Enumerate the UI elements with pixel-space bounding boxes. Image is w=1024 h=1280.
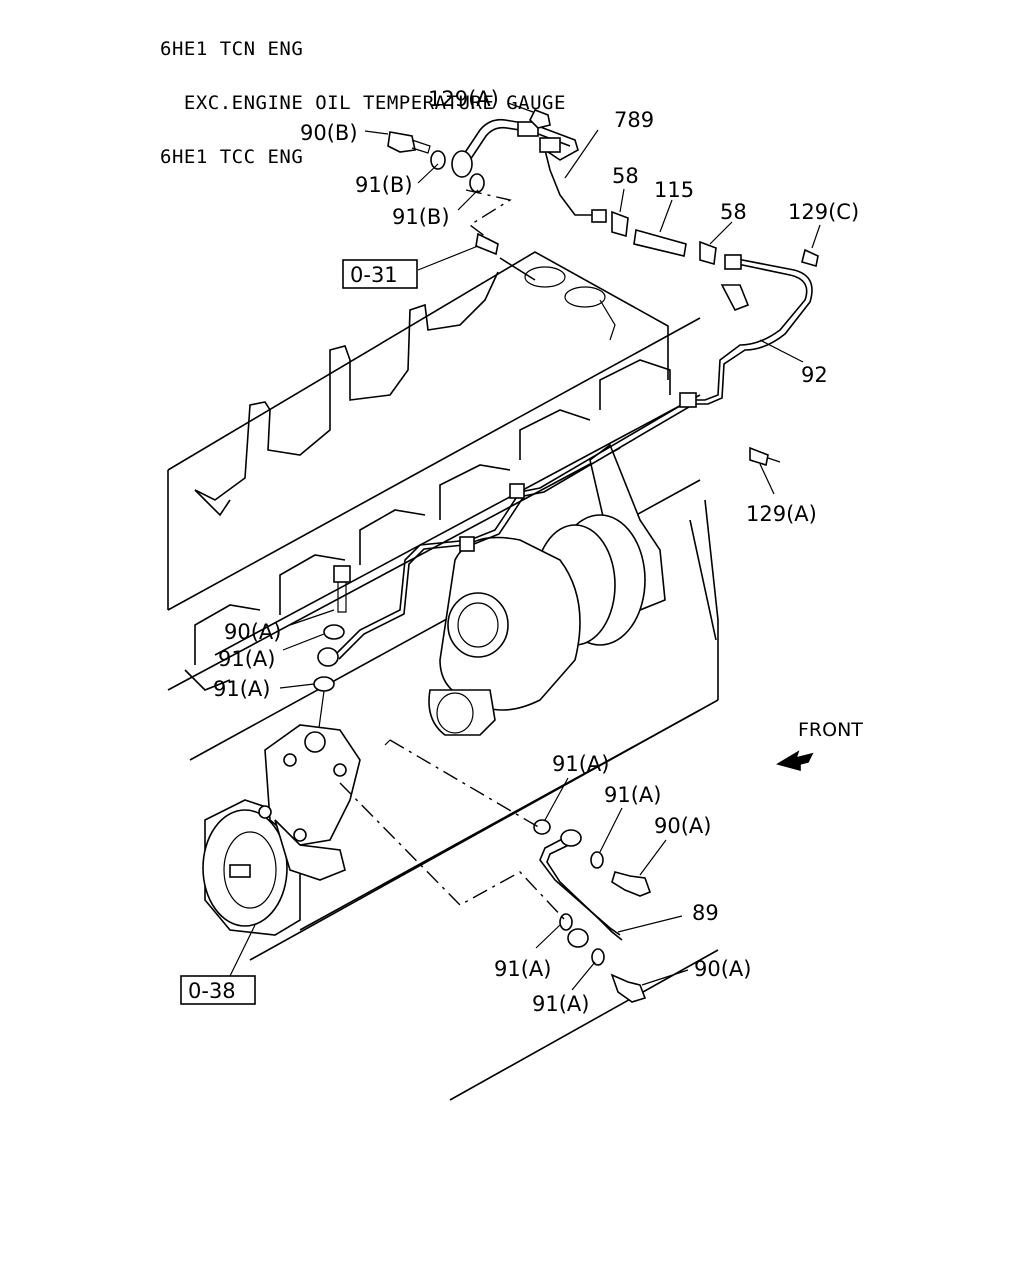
- bolt-129a-top: [529, 108, 551, 129]
- label-91a-r1: 91(A): [552, 752, 609, 776]
- bolt-129a-right: [749, 446, 769, 467]
- label-91a-r2: 91(A): [604, 783, 661, 807]
- washer-91a-b2: [591, 948, 605, 966]
- label-91a-left2: 91(A): [213, 677, 270, 701]
- washer-91a-b1: [559, 913, 573, 931]
- label-90b: 90(B): [300, 121, 358, 145]
- label-91b-1: 91(B): [355, 173, 413, 197]
- label-91b-2: 91(B): [392, 205, 450, 229]
- label-129c: 129(C): [788, 200, 859, 224]
- label-front: FRONT: [798, 719, 863, 741]
- ref-box-038: [180, 975, 256, 1005]
- pipe-789: [451, 118, 607, 223]
- label-90a-r1: 90(A): [654, 814, 711, 838]
- bolt-90a-b: [610, 973, 647, 1003]
- bolt-90a-left: [333, 565, 351, 583]
- label-58-1: 58: [612, 164, 639, 188]
- label-789: 789: [614, 108, 654, 132]
- front-arrow-icon: [775, 750, 814, 772]
- label-89: 89: [692, 901, 719, 925]
- leader-lines: [229, 102, 821, 991]
- label-90a-b: 90(A): [694, 957, 751, 981]
- pipe-92: [334, 254, 813, 660]
- injection-pump: [202, 724, 361, 936]
- label-129a-right: 129(A): [746, 502, 817, 526]
- hose-115: [633, 228, 687, 257]
- label-58-2: 58: [720, 200, 747, 224]
- gauge-sender: [475, 232, 499, 256]
- header-line-engine-tcc: 6HE1 TCC ENG: [160, 146, 304, 168]
- pipe-92-bracket: [720, 284, 750, 312]
- label-ref-031: 0-31: [350, 263, 398, 287]
- top-fasteners: [387, 108, 819, 467]
- clamp-58-2: [699, 240, 717, 266]
- washer-91a-r1: [533, 819, 551, 835]
- reference-lines: [339, 189, 566, 921]
- label-ref-038: 0-38: [188, 979, 236, 1003]
- washer-91b-1: [430, 150, 446, 170]
- ref-box-031: [342, 259, 418, 289]
- engine-block: [167, 251, 719, 1101]
- bolt-129c: [801, 248, 819, 268]
- turbocharger: [428, 443, 666, 736]
- left-fasteners: [313, 565, 351, 736]
- label-129a-top: 129(A): [428, 87, 499, 111]
- washer-91a-left1: [323, 624, 345, 640]
- label-91a-b2: 91(A): [532, 992, 589, 1016]
- washer-91a-r2: [590, 851, 604, 869]
- label-90a-left: 90(A): [224, 620, 281, 644]
- washer-91b-2: [469, 173, 485, 193]
- washer-91a-left2: [313, 676, 335, 692]
- bolt-90b: [387, 131, 416, 153]
- label-91a-left1: 91(A): [218, 647, 275, 671]
- header-line-engine-tcn: 6HE1 TCN ENG: [160, 38, 304, 60]
- label-91a-b1: 91(A): [494, 957, 551, 981]
- pipe-92-fitting: [724, 254, 742, 270]
- label-115: 115: [654, 178, 694, 202]
- label-92: 92: [801, 363, 828, 387]
- bolt-90a-r1: [611, 871, 652, 897]
- clamp-58-1: [611, 210, 629, 238]
- pipe-89-assembly: [533, 819, 652, 1003]
